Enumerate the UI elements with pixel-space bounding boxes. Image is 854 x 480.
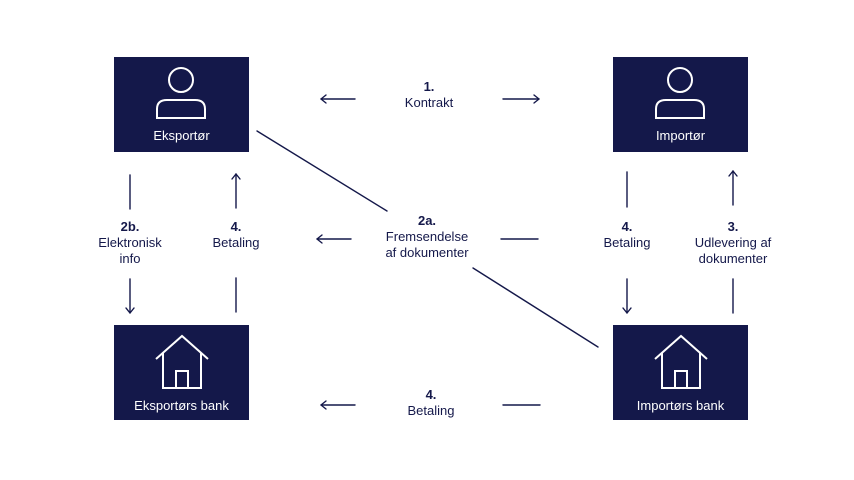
diagonal-line-upper xyxy=(256,130,388,212)
step-number: 4. xyxy=(425,387,437,402)
importer-bank-label: Importørs bank xyxy=(636,398,725,413)
step-text: Betaling xyxy=(603,235,651,250)
step-number: 4. xyxy=(621,219,633,234)
step-number: 1. xyxy=(423,79,435,94)
step-text: Betaling xyxy=(212,235,260,250)
step-number: 2b. xyxy=(120,219,140,234)
exporter-box: Eksportør xyxy=(114,57,249,152)
payment-bottom-arrow-left xyxy=(320,400,356,410)
step-text: Kontrakt xyxy=(404,95,454,110)
step-text: af dokumenter xyxy=(385,245,469,260)
contract-arrow-right xyxy=(502,94,540,104)
step-payment-left: 4. Betaling xyxy=(213,219,260,251)
electronic-info-arrow-down xyxy=(125,278,135,314)
importer-label: Importør xyxy=(655,128,706,143)
step-delivery: 3. Udlevering af dokumenter xyxy=(695,219,772,267)
step-text: dokumenter xyxy=(698,251,768,266)
person-icon xyxy=(655,67,705,119)
step-forwarding: 2a. Fremsendelse af dokumenter xyxy=(385,213,468,261)
step-contract: 1. Kontrakt xyxy=(405,79,453,111)
step-payment-bottom: 4. Betaling xyxy=(408,387,455,419)
step-number: 3. xyxy=(727,219,739,234)
diagonal-line-lower xyxy=(472,267,599,348)
step-text: Elektronisk xyxy=(98,235,162,250)
house-icon xyxy=(654,334,708,389)
step-text: Udlevering af xyxy=(694,235,772,250)
step-number: 4. xyxy=(230,219,242,234)
payment-left-arrow-up xyxy=(231,173,241,209)
payment-right-arrow-down xyxy=(622,278,632,314)
exporter-label: Eksportør xyxy=(153,128,210,143)
delivery-arrow-up xyxy=(728,170,738,206)
house-icon xyxy=(155,334,209,389)
contract-arrow-left xyxy=(320,94,356,104)
forwarding-arrow-left xyxy=(316,234,352,244)
importer-box: Importør xyxy=(613,57,748,152)
step-electronic-info: 2b. Elektronisk info xyxy=(98,219,162,267)
step-payment-right: 4. Betaling xyxy=(604,219,651,251)
exporter-bank-label: Eksportørs bank xyxy=(134,398,229,413)
step-text: Fremsendelse xyxy=(385,229,469,244)
importer-bank-box: Importørs bank xyxy=(613,325,748,420)
person-icon xyxy=(156,67,206,119)
exporter-bank-box: Eksportørs bank xyxy=(114,325,249,420)
step-text: Betaling xyxy=(407,403,455,418)
step-number: 2a. xyxy=(417,213,437,228)
step-text: info xyxy=(119,251,141,266)
